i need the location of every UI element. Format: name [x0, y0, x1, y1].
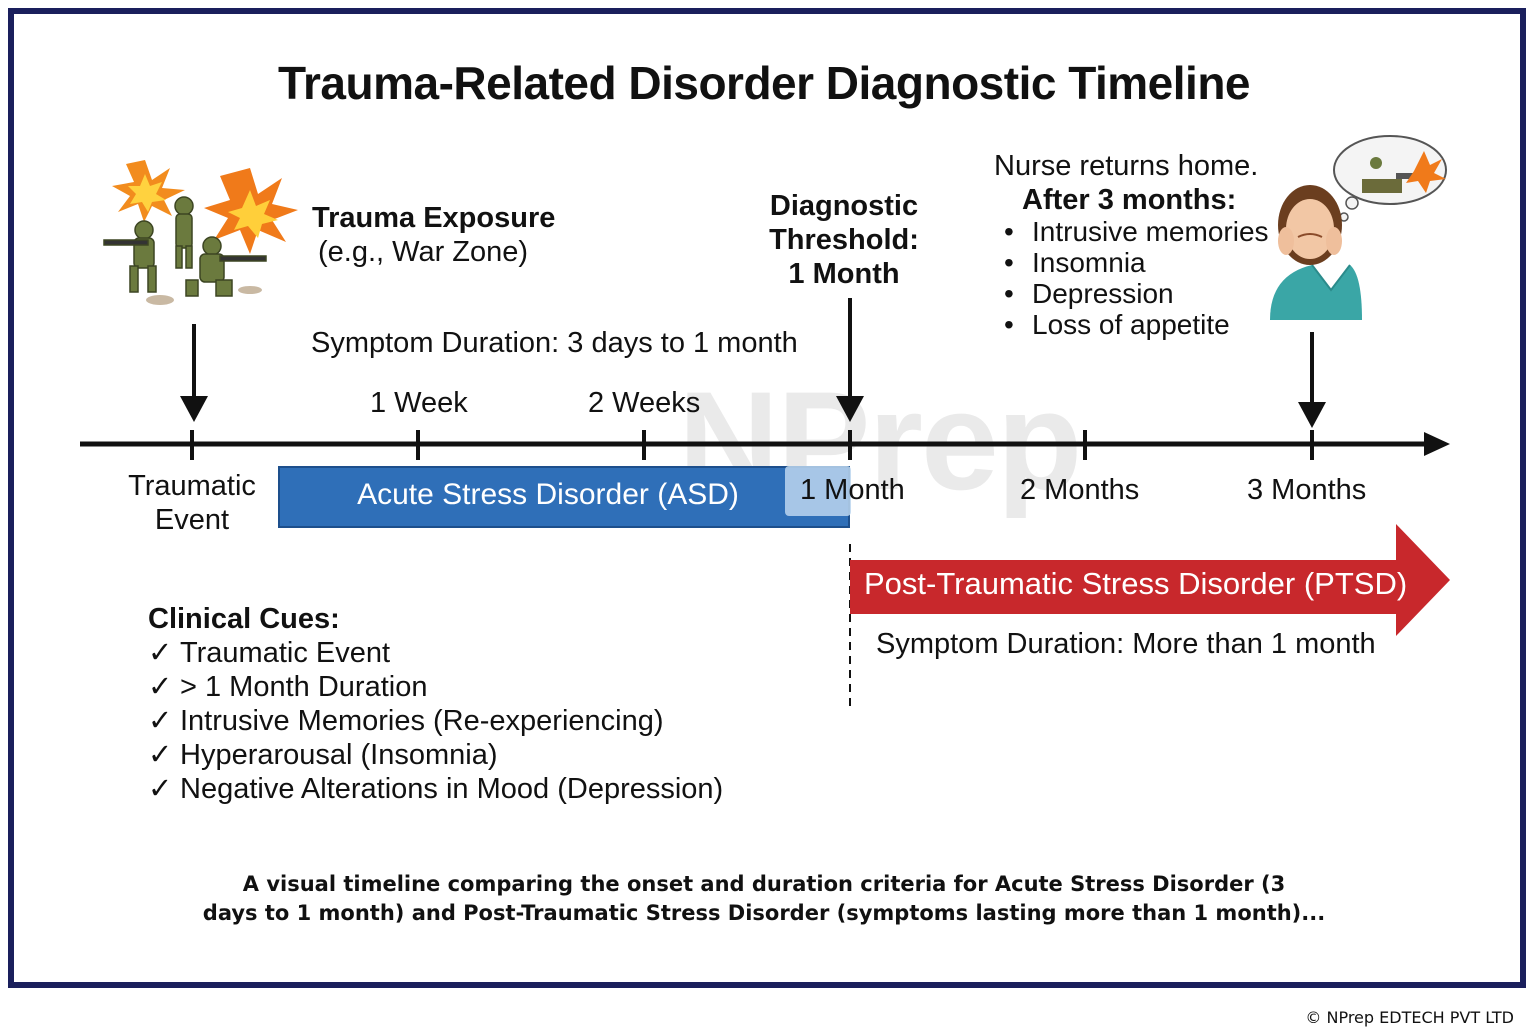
threshold-line-1: Diagnostic — [769, 190, 919, 222]
bullet: • — [1004, 309, 1014, 340]
cue-text: Traumatic Event — [180, 637, 391, 669]
explosion-left — [112, 160, 185, 222]
list-item: • Insomnia — [1004, 247, 1269, 278]
list-item: ✓Hyperarousal (Insomnia) — [148, 738, 723, 772]
trauma-exposure-heading: Trauma Exposure — [312, 202, 556, 234]
trauma-exposure-example: (e.g., War Zone) — [318, 236, 529, 268]
timeline-arrowhead — [1424, 432, 1450, 456]
threshold-line-2: Threshold: — [769, 224, 919, 256]
nurse-symptom: Depression — [1032, 278, 1174, 309]
traumatic-event-label-2: Event — [154, 504, 230, 536]
list-item: • Loss of appetite — [1004, 309, 1269, 340]
check-icon: ✓ — [148, 705, 173, 737]
bullet: • — [1004, 216, 1014, 247]
asd-bar — [278, 466, 850, 528]
ptsd-duration-text: Symptom Duration: More than 1 month — [876, 628, 1376, 660]
traumatic-event-label-1: Traumatic — [128, 470, 256, 502]
nurse-symptom: Loss of appetite — [1032, 309, 1230, 340]
soldiers-explosion-icon — [103, 160, 298, 305]
nurse-symptom: Intrusive memories — [1032, 216, 1269, 247]
nurse-symptom-list: • Intrusive memories • Insomnia • Depressio… — [1004, 216, 1269, 340]
down-arrow-threshold — [836, 298, 864, 422]
check-icon: ✓ — [148, 773, 173, 805]
list-item: ✓> 1 Month Duration — [148, 670, 723, 704]
caption-line-1: A visual timeline comparing the onset an… — [242, 872, 1286, 896]
timeline-ticks — [190, 430, 1314, 460]
bullet: • — [1004, 278, 1014, 309]
one-month-highlight — [785, 466, 851, 516]
nurse-intro: Nurse returns home. — [994, 150, 1259, 182]
asd-label: Acute Stress Disorder (ASD) — [357, 478, 739, 511]
figure-caption: A visual timeline comparing the onset an… — [0, 870, 1528, 928]
cue-text: Negative Alterations in Mood (Depression… — [180, 773, 724, 805]
copyright-notice: © NPrep EDTECH PVT LTD — [1305, 1008, 1514, 1027]
distressed-nurse-icon — [1270, 135, 1447, 320]
tick-label-3-months: 3 Months — [1247, 474, 1367, 506]
tick-label-2-months: 2 Months — [1020, 474, 1140, 506]
tick-label-1-week: 1 Week — [370, 387, 468, 419]
down-arrow-event — [180, 324, 208, 422]
clinical-cues: Clinical Cues: ✓Traumatic Event ✓> 1 Mon… — [148, 602, 723, 806]
list-item: ✓Traumatic Event — [148, 636, 723, 670]
check-icon: ✓ — [148, 637, 173, 669]
caption-line-2: days to 1 month) and Post-Traumatic Stre… — [202, 901, 1326, 925]
clinical-cues-heading: Clinical Cues: — [148, 603, 340, 635]
cue-text: Hyperarousal (Insomnia) — [180, 739, 498, 771]
asd-duration-text: Symptom Duration: 3 days to 1 month — [311, 327, 798, 359]
ptsd-label: Post-Traumatic Stress Disorder (PTSD) — [864, 566, 1408, 601]
thought-bubble-icon — [1333, 135, 1447, 222]
ptsd-arrow — [850, 524, 1450, 636]
down-arrow-3-months — [1298, 332, 1326, 428]
check-icon: ✓ — [148, 739, 173, 771]
cue-text: > 1 Month Duration — [180, 671, 428, 703]
tick-label-2-weeks: 2 Weeks — [588, 387, 701, 419]
page-title: Trauma-Related Disorder Diagnostic Timel… — [277, 57, 1251, 109]
cue-text: Intrusive Memories (Re-experiencing) — [180, 705, 664, 737]
tick-label-1-month: 1 Month — [800, 474, 905, 506]
nurse-heading: After 3 months: — [1022, 184, 1237, 216]
bullet: • — [1004, 247, 1014, 278]
threshold-line-3: 1 Month — [788, 258, 900, 290]
list-item: ✓Intrusive Memories (Re-experiencing) — [148, 704, 723, 738]
list-item: • Depression — [1004, 278, 1269, 309]
explosion-right — [204, 168, 298, 254]
check-icon: ✓ — [148, 671, 173, 703]
list-item: ✓Negative Alterations in Mood (Depressio… — [148, 772, 723, 806]
nurse-symptom: Insomnia — [1032, 247, 1146, 278]
list-item: • Intrusive memories — [1004, 216, 1269, 247]
